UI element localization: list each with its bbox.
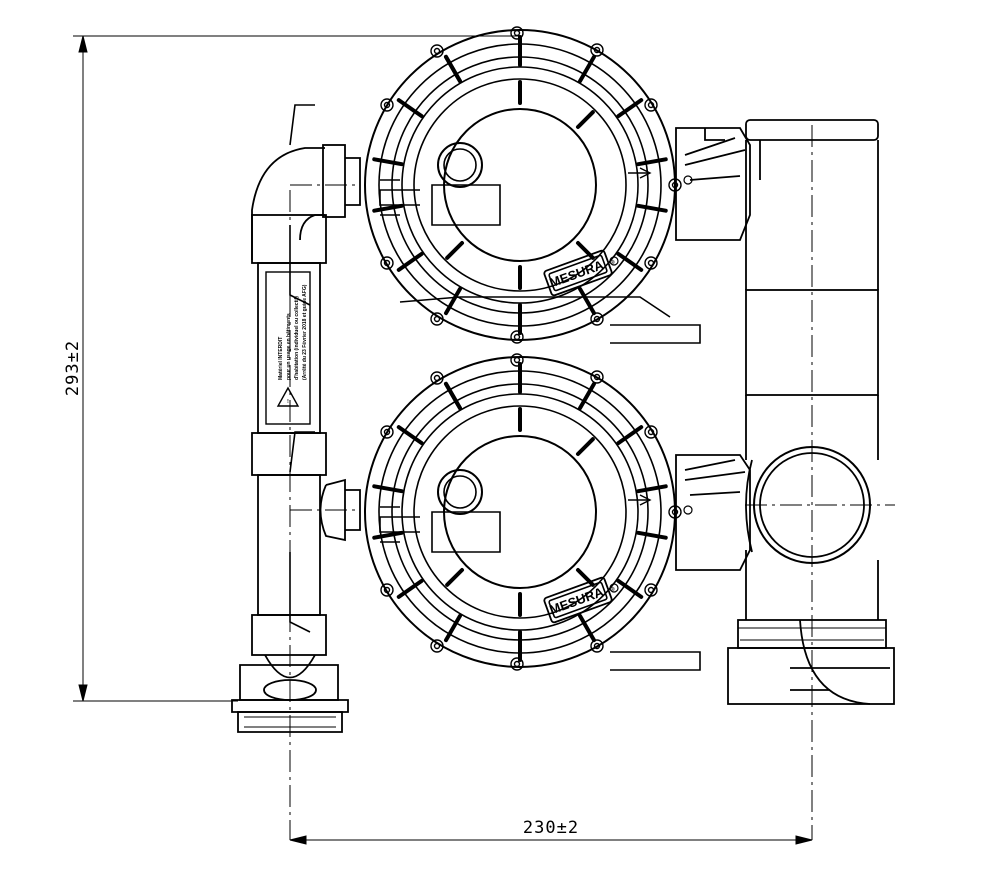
width-dimension bbox=[289, 835, 813, 845]
warning-line-1: Matériel INTERDIT bbox=[278, 337, 284, 380]
warning-line-3: d'habitation (individuel ou collectif) bbox=[294, 296, 300, 380]
outlet-manifold bbox=[675, 119, 895, 705]
warning-label: ! Matériel INTERDIT pour un usage en bât… bbox=[265, 271, 311, 425]
regulator-top-registered: ® bbox=[611, 259, 615, 266]
warning-line-2: pour un usage en bâtiments bbox=[286, 313, 292, 380]
width-dimension-label: 230±2 bbox=[523, 818, 579, 838]
svg-text:!: ! bbox=[287, 399, 289, 405]
warning-line-4: (Arrêté du 23 Février 2018 et guide AFG) bbox=[302, 284, 308, 380]
height-dimension bbox=[73, 35, 520, 702]
height-dimension-label: 293±2 bbox=[63, 340, 83, 396]
regulator-top-brand: MESURA bbox=[547, 257, 606, 291]
regulator-bottom-brand: MESURA bbox=[547, 584, 606, 618]
inlet-pipe bbox=[231, 144, 361, 733]
regulator-top: MESURA ® bbox=[288, 0, 702, 345]
regulator-bottom: MESURA ® bbox=[288, 295, 702, 672]
warning-triangle-icon bbox=[276, 386, 300, 407]
center-lines bbox=[289, 125, 895, 840]
regulator-bottom-registered: ® bbox=[611, 586, 615, 593]
